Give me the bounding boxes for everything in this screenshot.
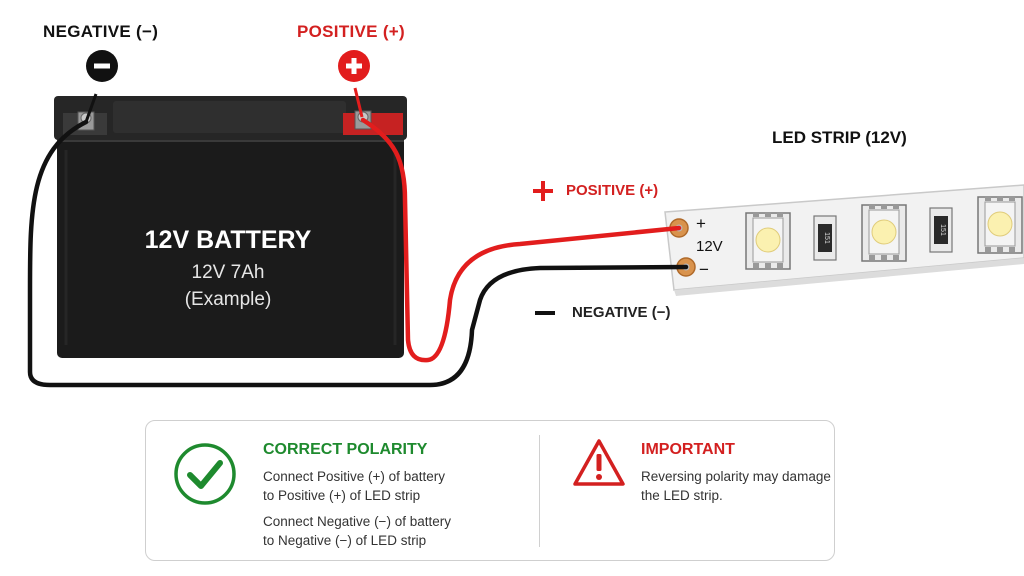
resistor: 151 (813, 215, 837, 261)
correct-polarity-text: Connect Negative (−) of battery (263, 514, 451, 529)
battery-spec: 12V 7Ah (191, 262, 265, 283)
resistor: 151 (929, 207, 953, 253)
minus-icon (86, 50, 118, 82)
important-title: IMPORTANT (641, 441, 735, 458)
minus-icon (535, 311, 555, 315)
battery-note: (Example) (184, 289, 272, 310)
positive-terminal-label: POSITIVE (+) (297, 22, 405, 41)
resistor-code: 151 (939, 224, 946, 236)
positive-wire-leg (353, 87, 364, 118)
warning-icon (573, 439, 625, 486)
resistor-code: 151 (823, 232, 830, 244)
strip-voltage-label: 12V (696, 238, 723, 255)
warning-text: Reversing polarity may damage (641, 469, 831, 484)
correct-polarity-text: Connect Positive (+) of battery (263, 469, 445, 484)
negative-wire-label: NEGATIVE (−) (572, 304, 671, 321)
negative-wire (27, 119, 689, 388)
positive-wire-label: POSITIVE (+) (566, 182, 659, 199)
led-strip: 151 151 (664, 184, 1024, 296)
battery (54, 96, 407, 358)
strip-minus-mark: − (699, 260, 709, 279)
divider (539, 435, 540, 547)
strip-plus-mark: + (696, 214, 706, 233)
negative-terminal-label: NEGATIVE (−) (43, 22, 159, 41)
positive-wire (360, 117, 682, 363)
led-chip (861, 204, 907, 262)
correct-polarity-title: CORRECT POLARITY (263, 441, 428, 458)
plus-icon (338, 50, 370, 82)
plus-icon (533, 181, 553, 201)
negative-wire-leg (84, 93, 98, 123)
battery-title: 12V BATTERY (144, 226, 312, 254)
warning-text: the LED strip. (641, 488, 723, 503)
led-strip-title: LED STRIP (12V) (772, 128, 907, 147)
led-chip (745, 212, 791, 270)
correct-polarity-text: to Positive (+) of LED strip (263, 488, 421, 503)
correct-polarity-text: to Negative (−) of LED strip (263, 533, 427, 548)
led-chip (977, 196, 1023, 254)
polarity-info-box: CORRECT POLARITY Connect Positive (+) of… (145, 420, 835, 561)
checkmark-icon (174, 443, 236, 505)
